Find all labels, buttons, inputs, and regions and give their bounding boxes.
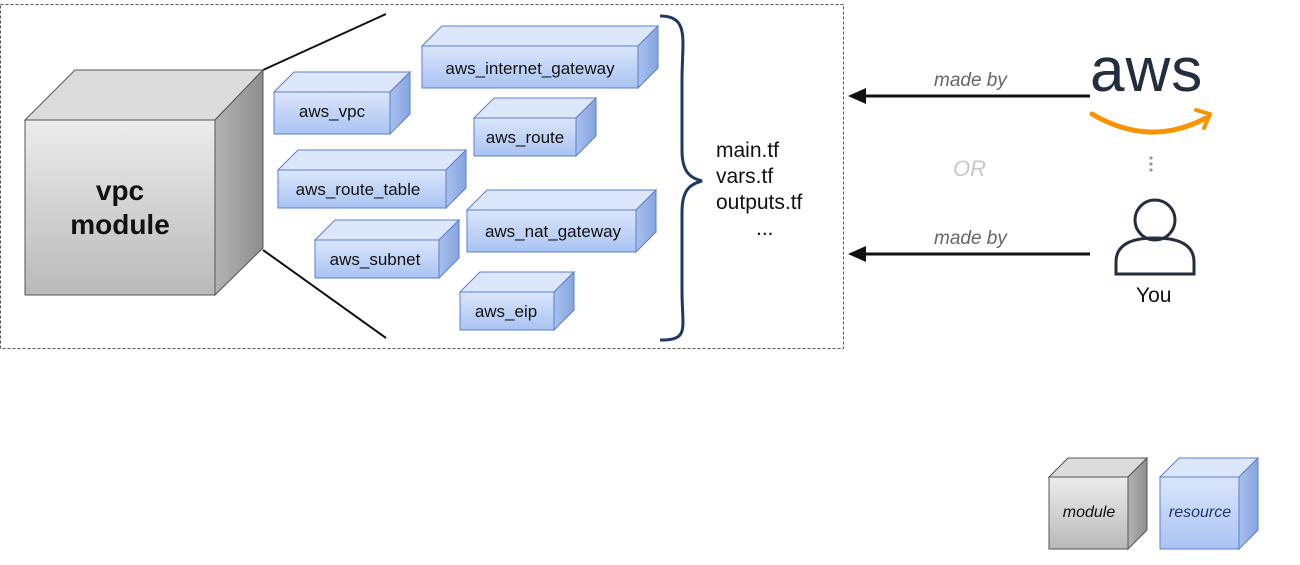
resource-label-subnet: aws_subnet xyxy=(329,250,421,269)
zoom-line-bottom xyxy=(262,249,387,339)
aws-smile-icon xyxy=(1089,108,1212,135)
zoom-line-top xyxy=(262,13,387,71)
resource-box-eip xyxy=(458,270,576,332)
file-main-tf: main.tf xyxy=(716,139,780,162)
resource-box-route xyxy=(472,96,598,158)
legend-resource-cube xyxy=(1158,456,1260,551)
resource-box-nat-gateway xyxy=(465,188,658,254)
resource-label-route-table: aws_route_table xyxy=(295,180,421,199)
legend-module-cube xyxy=(1047,456,1149,551)
arrow-from-aws xyxy=(848,88,1090,104)
resource-box-route-table xyxy=(276,148,468,210)
resource-box-subnet xyxy=(313,218,461,280)
user-label: You xyxy=(1136,284,1172,307)
ellipsis-vertical-icon xyxy=(1149,156,1153,172)
legend-module-label: module xyxy=(1062,504,1116,521)
made-by-label-bottom: made by xyxy=(934,228,1007,249)
resource-box-vpc xyxy=(272,70,412,136)
resource-boxes xyxy=(272,24,660,332)
module-label-line2: module xyxy=(70,209,170,240)
aws-logo-text: aws xyxy=(1090,36,1204,105)
module-label: vpc module xyxy=(25,174,215,242)
vpc-module-cube xyxy=(23,68,265,297)
resource-label-route: aws_route xyxy=(485,128,565,147)
resource-label-vpc: aws_vpc xyxy=(298,102,366,121)
resource-label-eip: aws_eip xyxy=(474,302,538,321)
arrow-from-you xyxy=(848,246,1090,262)
resource-box-internet-gateway xyxy=(420,24,660,90)
file-group-brace xyxy=(659,14,703,342)
file-outputs-tf: outputs.tf xyxy=(716,191,803,214)
file-more: ... xyxy=(756,217,774,240)
module-boundary xyxy=(0,4,844,349)
file-vars-tf: vars.tf xyxy=(716,165,774,188)
module-label-line1: vpc xyxy=(95,175,145,206)
resource-label-nat-gateway: aws_nat_gateway xyxy=(484,222,622,241)
legend-resource-label: resource xyxy=(1168,504,1232,521)
or-label: OR xyxy=(953,156,986,181)
user-icon xyxy=(1114,198,1196,276)
resource-label-internet-gateway: aws_internet_gateway xyxy=(445,59,615,78)
module-file-list: main.tf vars.tf outputs.tf ... xyxy=(716,138,802,242)
made-by-label-top: made by xyxy=(934,70,1007,91)
